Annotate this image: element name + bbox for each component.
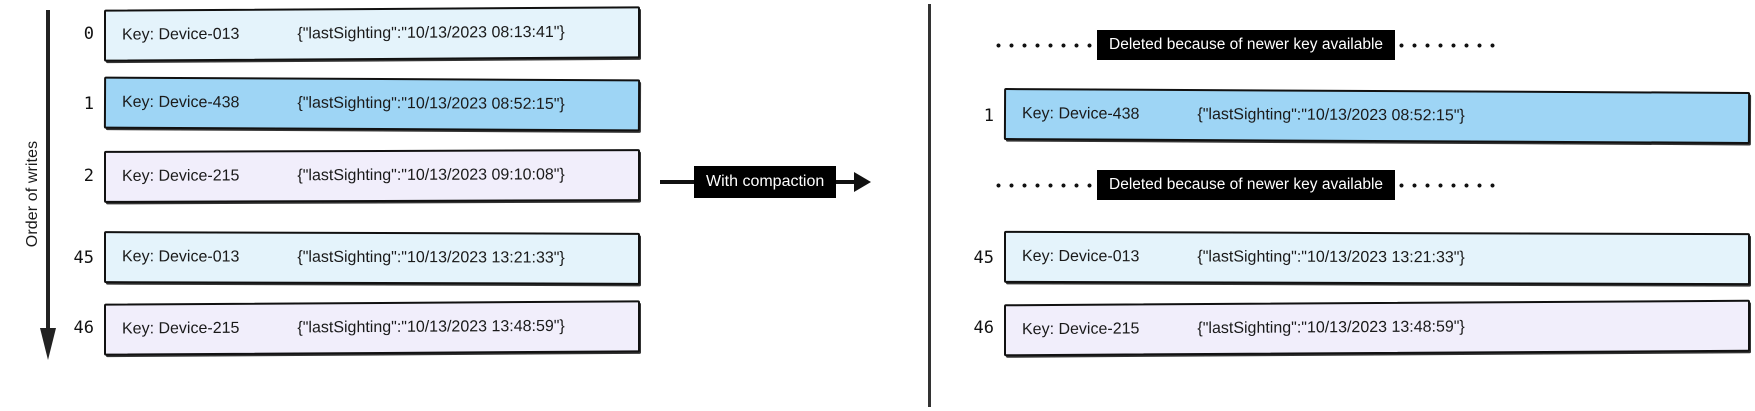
row-index: 45 xyxy=(973,248,994,268)
row-index: 0 xyxy=(83,24,94,44)
record-value: {"lastSighting":"10/13/2023 13:48:59"} xyxy=(297,317,565,337)
record-value: {"lastSighting":"10/13/2023 09:10:08"} xyxy=(297,166,565,185)
row-index: 46 xyxy=(73,318,94,338)
dotted-line-icon xyxy=(1395,42,1501,48)
table-row: 1 Key: Device-438 {"lastSighting":"10/13… xyxy=(960,88,1751,144)
row-index: 1 xyxy=(983,106,994,126)
record-box[interactable]: Key: Device-438 {"lastSighting":"10/13/2… xyxy=(103,76,641,132)
deleted-banner: Deleted because of newer key available xyxy=(992,170,1501,200)
record-box[interactable]: Key: Device-013 {"lastSighting":"10/13/2… xyxy=(1004,230,1750,286)
deleted-banner: Deleted because of newer key available xyxy=(992,30,1501,60)
dotted-line-icon xyxy=(1395,182,1501,188)
deleted-note-label: Deleted because of newer key available xyxy=(1097,30,1396,60)
record-key: Key: Device-215 xyxy=(122,319,240,338)
row-index: 1 xyxy=(83,94,94,114)
record-key: Key: Device-013 xyxy=(122,248,240,266)
table-row: 2 Key: Device-215 {"lastSighting":"10/13… xyxy=(60,149,640,203)
record-value: {"lastSighting":"10/13/2023 08:52:15"} xyxy=(297,94,565,114)
table-row: 46 Key: Device-215 {"lastSighting":"10/1… xyxy=(60,300,640,356)
order-of-writes-arrow-icon xyxy=(40,10,56,360)
record-box[interactable]: Key: Device-013 {"lastSighting":"10/13/2… xyxy=(104,6,640,62)
record-box[interactable]: Key: Device-013 {"lastSighting":"10/13/2… xyxy=(104,231,640,285)
record-box[interactable]: Key: Device-215 {"lastSighting":"10/13/2… xyxy=(1004,299,1750,357)
row-index: 46 xyxy=(973,318,994,338)
row-index: 45 xyxy=(73,248,94,268)
record-box[interactable]: Key: Device-215 {"lastSighting":"10/13/2… xyxy=(104,149,640,203)
record-box[interactable]: Key: Device-438 {"lastSighting":"10/13/2… xyxy=(1003,88,1751,144)
record-key: Key: Device-215 xyxy=(122,167,240,185)
deleted-note-label: Deleted because of newer key available xyxy=(1097,170,1396,200)
record-value: {"lastSighting":"10/13/2023 08:13:41"} xyxy=(297,23,565,43)
with-compaction-label: With compaction xyxy=(694,166,837,198)
record-key: Key: Device-013 xyxy=(1022,247,1140,266)
record-value: {"lastSighting":"10/13/2023 13:48:59"} xyxy=(1197,318,1465,338)
record-key: Key: Device-438 xyxy=(1021,105,1140,123)
before-rows: 0 Key: Device-013 {"lastSighting":"10/13… xyxy=(60,6,641,356)
before-compaction-panel: Order of writes 0 Key: Device-013 {"last… xyxy=(24,6,641,360)
table-row: 45 Key: Device-013 {"lastSighting":"10/1… xyxy=(960,230,1750,286)
record-key: Key: Device-013 xyxy=(122,25,240,44)
dotted-line-icon xyxy=(992,42,1097,48)
row-index: 2 xyxy=(83,166,94,186)
table-row: 0 Key: Device-013 {"lastSighting":"10/13… xyxy=(60,6,640,62)
table-row: 46 Key: Device-215 {"lastSighting":"10/1… xyxy=(960,299,1750,357)
table-row: 1 Key: Device-438 {"lastSighting":"10/13… xyxy=(60,76,641,132)
arrow-shaft-left xyxy=(660,180,694,184)
record-value: {"lastSighting":"10/13/2023 13:21:33"} xyxy=(1197,248,1465,267)
arrow-right-icon xyxy=(854,172,872,192)
record-key: Key: Device-215 xyxy=(1022,320,1140,339)
with-compaction-arrow: With compaction xyxy=(660,160,900,204)
record-key: Key: Device-438 xyxy=(121,93,240,112)
dotted-line-icon xyxy=(992,182,1097,188)
record-value: {"lastSighting":"10/13/2023 13:21:33"} xyxy=(297,248,565,267)
after-compaction-panel: Deleted because of newer key available 1… xyxy=(932,0,1755,411)
record-value: {"lastSighting":"10/13/2023 08:52:15"} xyxy=(1197,106,1465,125)
panel-divider xyxy=(928,4,931,407)
table-row: 45 Key: Device-013 {"lastSighting":"10/1… xyxy=(60,231,640,285)
record-box[interactable]: Key: Device-215 {"lastSighting":"10/13/2… xyxy=(104,300,640,356)
arrow-shaft-right xyxy=(836,180,855,184)
